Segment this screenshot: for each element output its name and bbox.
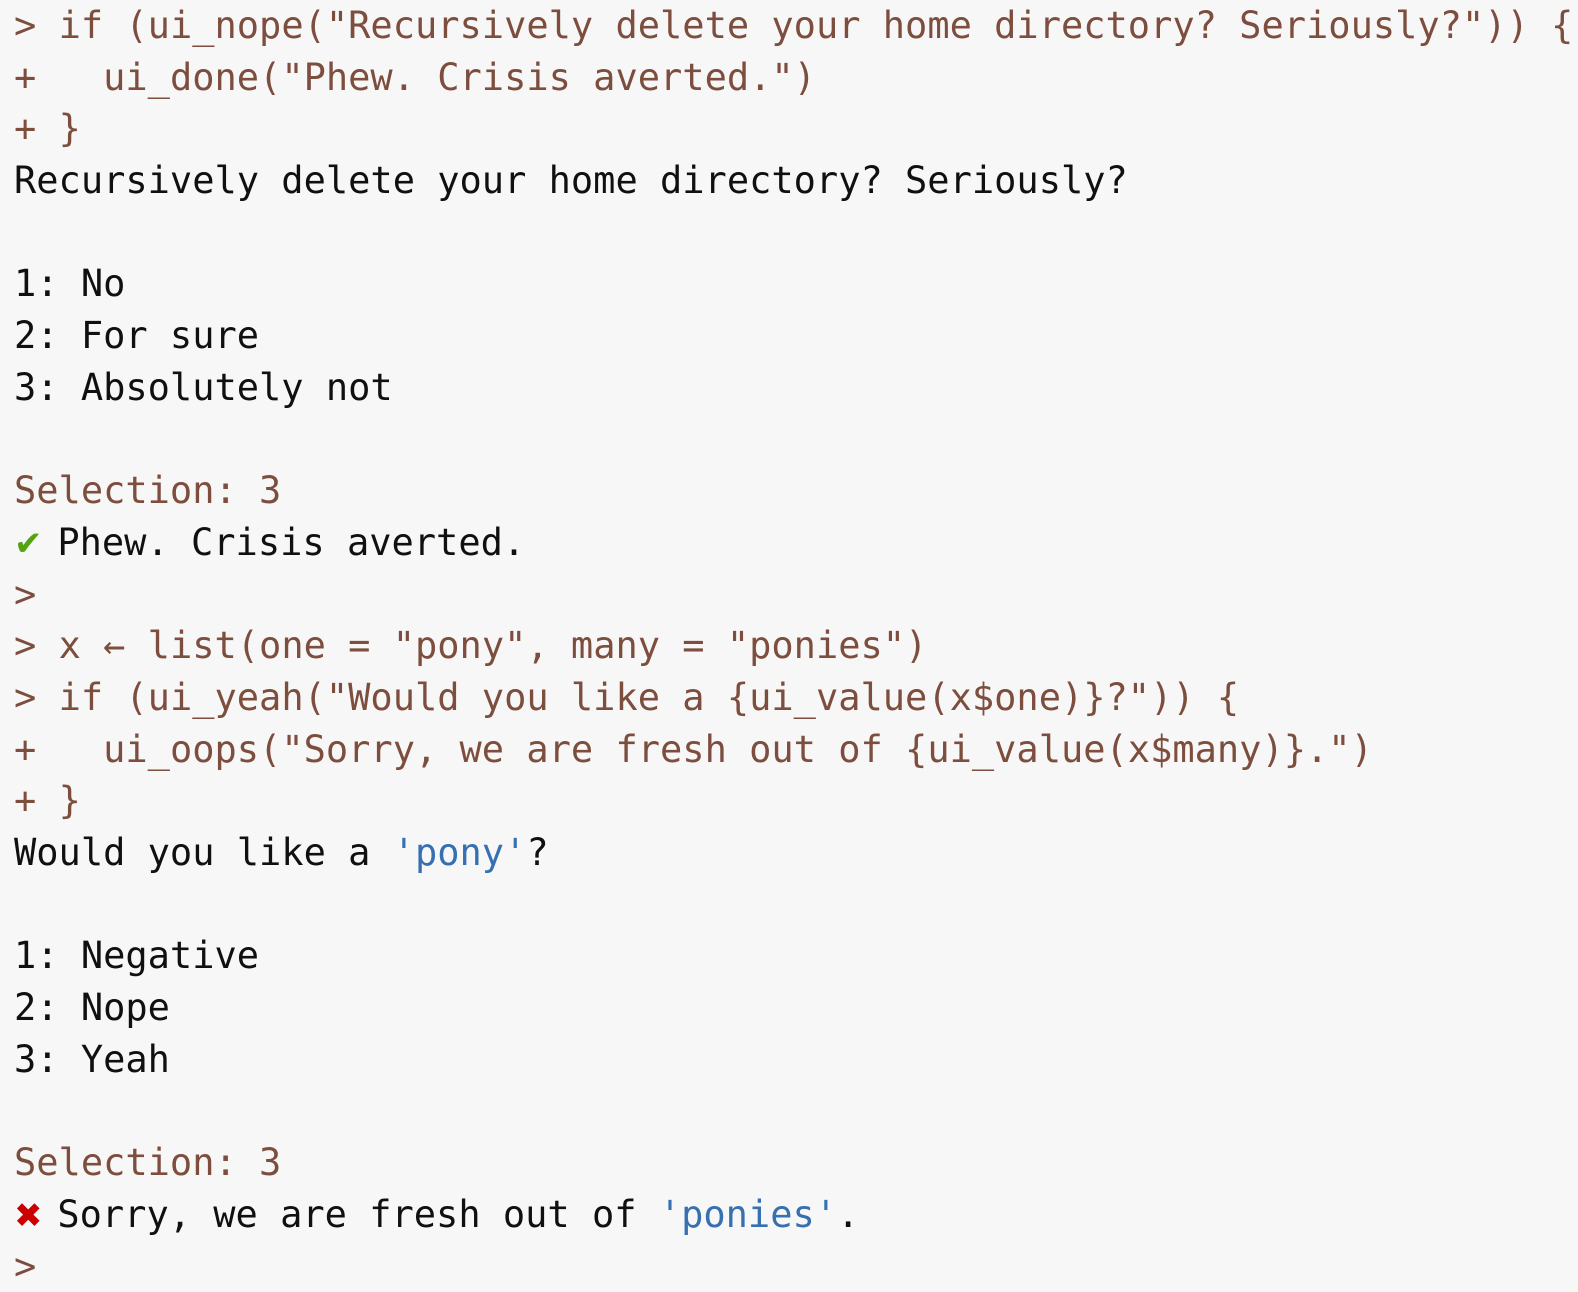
error-text-after: . xyxy=(837,1193,859,1236)
code-text: } xyxy=(59,107,81,150)
console-line-output: Recursively delete your home directory? … xyxy=(0,155,1578,207)
prompt-marker: + xyxy=(14,728,59,771)
console-line-output: Would you like a 'pony'? xyxy=(0,827,1578,879)
error-text-before: Sorry, we are fresh out of xyxy=(35,1193,659,1236)
option-text: 1: Negative xyxy=(14,934,259,977)
selection-prompt: Selection: 3 xyxy=(0,1137,1578,1189)
console-line-input: > xyxy=(0,569,1578,621)
console-line-success: ✔ Phew. Crisis averted. xyxy=(0,517,1578,569)
selection-prompt: Selection: 3 xyxy=(0,465,1578,517)
console-line-input: + } xyxy=(0,103,1578,155)
console-line-blank xyxy=(0,414,1578,466)
option-text: 2: Nope xyxy=(14,986,170,1029)
output-text-after: ? xyxy=(526,831,548,874)
prompt-marker: > xyxy=(14,1245,36,1288)
cross-mark-icon: ✖ xyxy=(14,1191,35,1243)
check-mark-icon: ✔ xyxy=(14,519,35,571)
console-line-input: > if (ui_nope("Recursively delete your h… xyxy=(0,0,1578,52)
menu-option-3[interactable]: 3: Absolutely not xyxy=(0,362,1578,414)
prompt-marker: > xyxy=(14,573,36,616)
prompt-marker: > xyxy=(14,624,59,667)
option-text: 3: Yeah xyxy=(14,1038,170,1081)
console-line-input: + ui_done("Phew. Crisis averted.") xyxy=(0,52,1578,104)
code-text: if (ui_yeah("Would you like a {ui_value(… xyxy=(59,676,1240,719)
code-text-pre: x xyxy=(59,624,104,667)
selection-text: Selection: 3 xyxy=(14,1141,281,1184)
console-line-input: + } xyxy=(0,775,1578,827)
prompt-marker: + xyxy=(14,56,59,99)
code-text: } xyxy=(59,779,81,822)
output-text-before: Would you like a xyxy=(14,831,393,874)
menu-option-2[interactable]: 2: For sure xyxy=(0,310,1578,362)
output-text: Recursively delete your home directory? … xyxy=(14,159,1128,202)
code-text: ui_done("Phew. Crisis averted.") xyxy=(59,56,816,99)
highlighted-value: 'pony' xyxy=(393,831,527,874)
menu-option-3[interactable]: 3: Yeah xyxy=(0,1034,1578,1086)
console-line-input[interactable]: > xyxy=(0,1241,1578,1292)
console-line-blank xyxy=(0,207,1578,259)
console-line-input: + ui_oops("Sorry, we are fresh out of {u… xyxy=(0,724,1578,776)
console-line-input: > if (ui_yeah("Would you like a {ui_valu… xyxy=(0,672,1578,724)
highlighted-value: 'ponies' xyxy=(659,1193,837,1236)
left-arrow-icon: ← xyxy=(103,624,125,667)
console-line-error: ✖ Sorry, we are fresh out of 'ponies'. xyxy=(0,1189,1578,1241)
prompt-marker: + xyxy=(14,107,59,150)
success-message: Phew. Crisis averted. xyxy=(35,521,525,564)
console-line-blank xyxy=(0,1085,1578,1137)
option-text: 1: No xyxy=(14,262,125,305)
option-text: 3: Absolutely not xyxy=(14,366,393,409)
menu-option-1[interactable]: 1: Negative xyxy=(0,930,1578,982)
option-text: 2: For sure xyxy=(14,314,259,357)
selection-text: Selection: 3 xyxy=(14,469,281,512)
console-line-blank xyxy=(0,879,1578,931)
code-text-post: list(one = "pony", many = "ponies") xyxy=(125,624,927,667)
menu-option-1[interactable]: 1: No xyxy=(0,258,1578,310)
console-output-pane[interactable]: > if (ui_nope("Recursively delete your h… xyxy=(0,0,1578,1254)
code-text: if (ui_nope("Recursively delete your hom… xyxy=(59,4,1574,47)
prompt-marker: > xyxy=(14,4,59,47)
menu-option-2[interactable]: 2: Nope xyxy=(0,982,1578,1034)
prompt-marker: + xyxy=(14,779,59,822)
prompt-marker: > xyxy=(14,676,59,719)
console-line-input: > x ← list(one = "pony", many = "ponies"… xyxy=(0,620,1578,672)
code-text: ui_oops("Sorry, we are fresh out of {ui_… xyxy=(59,728,1373,771)
